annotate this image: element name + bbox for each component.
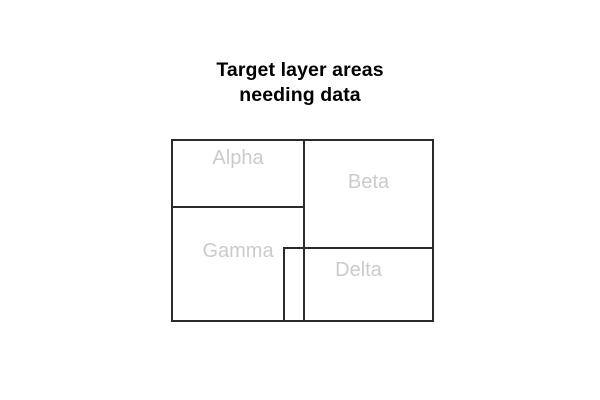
layer-rect-delta[interactable]	[283, 247, 434, 322]
layer-label-alpha: Alpha	[212, 147, 264, 169]
layer-label-beta: Beta	[347, 171, 390, 193]
page-title: Target layer areas needing data	[216, 59, 384, 106]
layer-label-delta: Delta	[335, 259, 382, 281]
layer-rect-gamma[interactable]	[171, 206, 305, 322]
layer-rect-beta[interactable]	[303, 139, 434, 249]
layer-label-gamma: Gamma	[202, 240, 274, 262]
layer-rect-alpha[interactable]	[171, 139, 305, 208]
